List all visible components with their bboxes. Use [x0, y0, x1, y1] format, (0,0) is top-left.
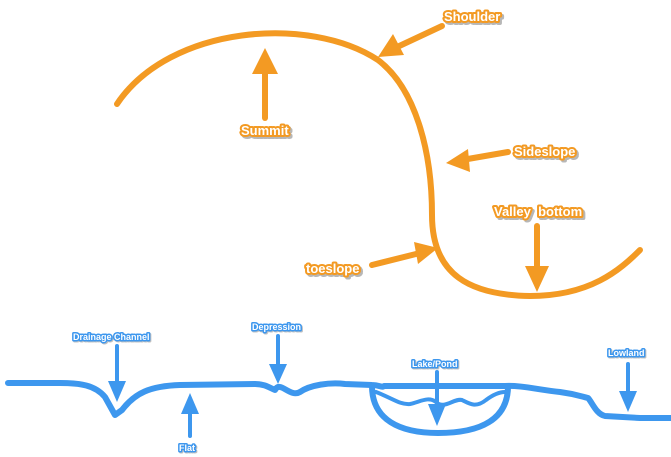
- depression-label-shadow: Depression: [253, 323, 302, 333]
- sideslope-label: Sideslope: [514, 144, 575, 159]
- lowland-profile: [5, 380, 671, 437]
- flat-label-shadow: Flat: [180, 444, 196, 454]
- lowland-label-shadow: Lowland: [609, 349, 646, 359]
- drainage-channel-label-shadow: Drainage Channel: [74, 333, 151, 343]
- summit-arrow: [252, 48, 278, 121]
- depression-label: Depression: [252, 322, 301, 332]
- valley-bottom-arrow: [525, 223, 549, 292]
- valley-bottom-label: Valley bottom: [494, 204, 582, 219]
- toeslope-label: toeslope: [306, 261, 359, 276]
- hillslope-arrows: [252, 23, 549, 292]
- lowland-surface-line: [5, 380, 671, 421]
- lake-pond-label-shadow: Lake/Pond: [413, 360, 459, 370]
- lake-pond-water-surface: [374, 390, 507, 407]
- flat-label: Flat: [179, 443, 195, 453]
- hillslope-profile: [114, 30, 643, 300]
- lake-pond-basin: [369, 383, 511, 437]
- depression-arrow: [269, 334, 287, 384]
- lowland-arrow: [619, 362, 637, 412]
- lowland-label-group: Drainage Channel Drainage Channel Depres…: [72, 321, 648, 456]
- shoulder-label: Shoulder: [444, 9, 500, 24]
- shoulder-label-shadow: Shoulder: [446, 11, 502, 26]
- lowland-arrows: [108, 334, 637, 438]
- toeslope-arrow: [369, 242, 438, 268]
- hillslope-label-group: Shoulder Shoulder Summit Summit Sideslop…: [239, 7, 586, 280]
- sideslope-arrow: [446, 149, 511, 172]
- hillslope-curve: [114, 30, 643, 300]
- summit-label-shadow: Summit: [243, 125, 291, 140]
- sideslope-label-shadow: Sideslope: [516, 146, 577, 161]
- flat-arrow: [181, 393, 199, 438]
- lowland-label: Lowland: [608, 348, 645, 358]
- lake-pond-label: Lake/Pond: [412, 359, 458, 369]
- drainage-channel-label: Drainage Channel: [73, 332, 150, 342]
- summit-label: Summit: [241, 123, 289, 138]
- toeslope-label-shadow: toeslope: [308, 263, 361, 278]
- shoulder-arrow: [378, 23, 445, 57]
- lake-pond-arrow: [428, 370, 446, 426]
- drainage-channel-arrow: [108, 344, 126, 402]
- valley-bottom-label-shadow: Valley bottom: [496, 206, 584, 221]
